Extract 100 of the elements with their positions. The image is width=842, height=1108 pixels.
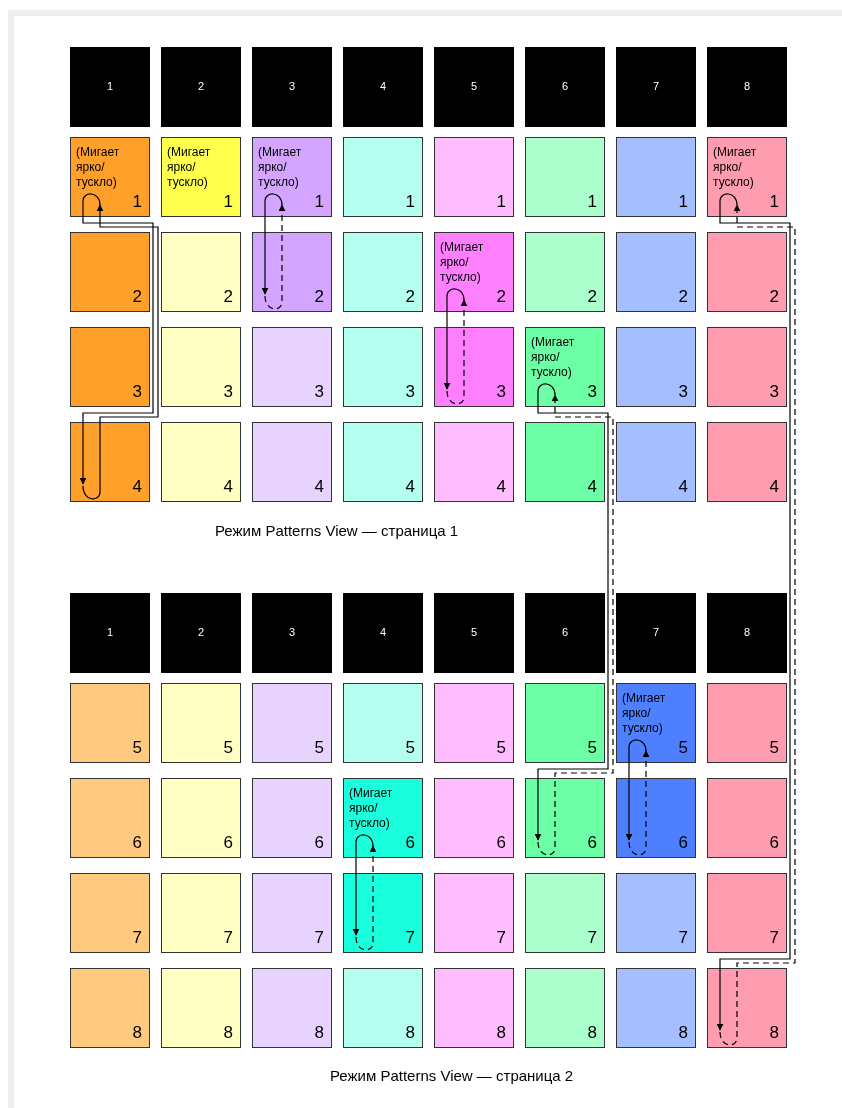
pattern-number: 5 [496, 738, 506, 758]
pattern-pad [434, 232, 514, 312]
pattern-pad [707, 137, 787, 217]
pattern-pad [616, 683, 696, 763]
arrow [82, 204, 159, 500]
pattern-number: 6 [587, 833, 597, 853]
track-number: 3 [287, 80, 297, 93]
pattern-number: 3 [314, 382, 324, 402]
track-button [252, 593, 332, 673]
pattern-pad [434, 683, 514, 763]
arrow [625, 739, 647, 841]
pattern-number: 2 [587, 287, 597, 307]
pattern-number: 1 [587, 192, 597, 212]
pattern-pad [707, 327, 787, 407]
pattern-pad [707, 873, 787, 953]
track-button [161, 593, 241, 673]
pattern-number: 6 [132, 833, 142, 853]
pattern-pad [434, 422, 514, 502]
blink-note: (Мигает ярко/ тускло) [167, 145, 212, 190]
pattern-number: 6 [223, 833, 233, 853]
pattern-number: 6 [678, 833, 688, 853]
pattern-number: 8 [314, 1023, 324, 1043]
caption: Режим Patterns View — страница 1 [215, 522, 459, 540]
pattern-pad [525, 968, 605, 1048]
pattern-number: 2 [405, 287, 415, 307]
pattern-number: 4 [132, 477, 142, 497]
pattern-pad [525, 232, 605, 312]
track-number: 2 [196, 626, 206, 639]
track-number: 6 [560, 626, 570, 639]
pattern-number: 2 [769, 287, 779, 307]
pattern-number: 1 [132, 192, 142, 212]
track-number: 5 [469, 80, 479, 93]
pattern-number: 8 [678, 1023, 688, 1043]
pattern-number: 5 [405, 738, 415, 758]
pattern-pad [434, 327, 514, 407]
pattern-pad [161, 327, 241, 407]
track-button [616, 47, 696, 127]
pattern-pad [161, 778, 241, 858]
pattern-pad [525, 873, 605, 953]
pattern-pad [707, 968, 787, 1048]
arrow [261, 193, 283, 295]
track-button [70, 47, 150, 127]
pattern-number: 4 [769, 477, 779, 497]
pattern-pad [70, 327, 150, 407]
pattern-number: 8 [496, 1023, 506, 1043]
pattern-pad [434, 968, 514, 1048]
pattern-number: 7 [223, 928, 233, 948]
pattern-pad [343, 137, 423, 217]
arrow [79, 193, 154, 485]
pattern-number: 7 [587, 928, 597, 948]
arrow [264, 204, 286, 310]
pattern-number: 7 [769, 928, 779, 948]
pattern-number: 5 [314, 738, 324, 758]
caption: Режим Patterns View — страница 2 [330, 1067, 574, 1085]
pattern-number: 8 [405, 1023, 415, 1043]
pattern-pad [343, 422, 423, 502]
pattern-pad [70, 873, 150, 953]
pattern-pad [707, 683, 787, 763]
track-number: 6 [560, 80, 570, 93]
track-number: 4 [378, 80, 388, 93]
track-button [525, 47, 605, 127]
track-button [70, 593, 150, 673]
pattern-pad [70, 683, 150, 763]
pattern-pad [70, 137, 150, 217]
pattern-number: 1 [769, 192, 779, 212]
pattern-pad [616, 873, 696, 953]
pattern-pad [252, 873, 332, 953]
pattern-pad [161, 422, 241, 502]
blink-note: (Мигает ярко/ тускло) [349, 786, 394, 831]
pattern-pad [707, 232, 787, 312]
pattern-pad [525, 327, 605, 407]
pattern-number: 1 [496, 192, 506, 212]
pattern-pad [343, 683, 423, 763]
pattern-number: 4 [223, 477, 233, 497]
pattern-pad [616, 968, 696, 1048]
track-number: 7 [651, 626, 661, 639]
pattern-number: 4 [496, 477, 506, 497]
pattern-number: 3 [405, 382, 415, 402]
pattern-pad [343, 327, 423, 407]
blink-note: (Мигает ярко/ тускло) [531, 335, 576, 380]
pattern-pad [616, 422, 696, 502]
pattern-number: 3 [587, 382, 597, 402]
pattern-pad [252, 137, 332, 217]
pattern-pad [70, 968, 150, 1048]
pattern-pad [525, 778, 605, 858]
track-number: 3 [287, 626, 297, 639]
track-number: 1 [105, 80, 115, 93]
pattern-pad [343, 778, 423, 858]
pattern-number: 6 [496, 833, 506, 853]
pattern-pad [707, 422, 787, 502]
pattern-pad [434, 137, 514, 217]
pattern-number: 2 [223, 287, 233, 307]
blink-note: (Мигает ярко/ тускло) [440, 240, 485, 285]
pattern-number: 1 [678, 192, 688, 212]
blink-note: (Мигает ярко/ тускло) [258, 145, 303, 190]
pattern-number: 5 [223, 738, 233, 758]
pattern-number: 6 [769, 833, 779, 853]
track-button [252, 47, 332, 127]
pattern-pad [252, 232, 332, 312]
pattern-number: 4 [314, 477, 324, 497]
